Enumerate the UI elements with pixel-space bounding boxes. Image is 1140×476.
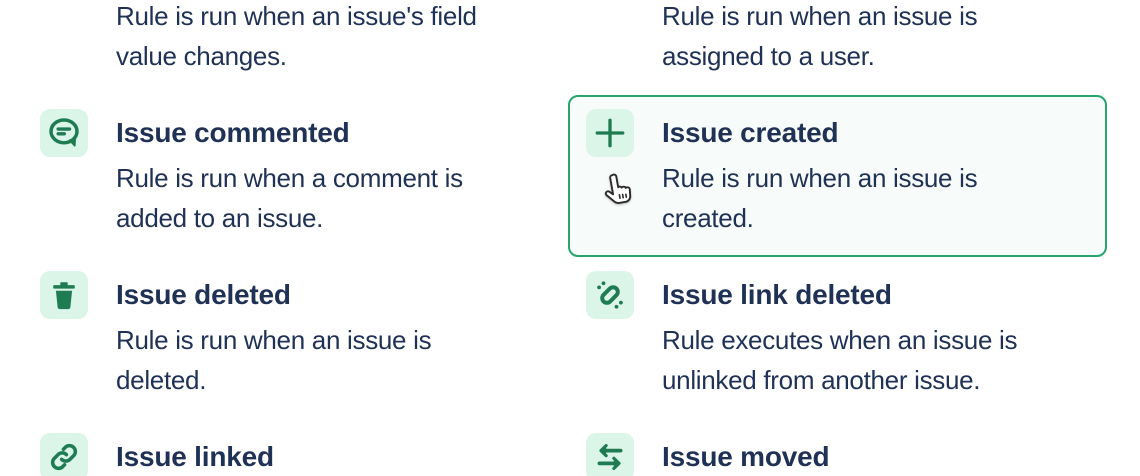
arrows-left-right-icon <box>586 433 634 476</box>
trigger-card-field-value-changed[interactable]: Rule is run when an issue's field value … <box>22 0 561 95</box>
trigger-card-issue-commented[interactable]: Issue commented Rule is run when a comme… <box>22 95 561 257</box>
trigger-description: Rule executes when an issue is unlinked … <box>662 325 1018 395</box>
trigger-card-issue-created[interactable]: Issue created Rule is run when an issue … <box>568 95 1107 257</box>
trigger-card-issue-deleted[interactable]: Issue deleted Rule is run when an issue … <box>22 257 561 419</box>
trigger-header: Issue commented <box>40 109 543 157</box>
trigger-description: Rule is run when an issue is created. <box>662 163 978 233</box>
plus-icon <box>586 109 634 157</box>
trigger-header: Issue linked <box>40 433 543 476</box>
trigger-description: Rule is run when an issue's field value … <box>116 1 477 71</box>
comment-icon <box>40 109 88 157</box>
trigger-title: Issue created <box>662 117 839 148</box>
trigger-description: Rule is run when a comment is added to a… <box>116 163 463 233</box>
trigger-title: Issue commented <box>116 117 350 148</box>
trigger-title: Issue deleted <box>116 279 291 310</box>
link-broken-icon <box>586 271 634 319</box>
trigger-header: Issue deleted <box>40 271 543 319</box>
link-icon <box>40 433 88 476</box>
trigger-title: Issue moved <box>662 441 830 472</box>
trigger-card-issue-linked[interactable]: Issue linked <box>22 419 561 476</box>
trigger-description: Rule is run when an issue is deleted. <box>116 325 432 395</box>
trigger-header: Issue created <box>586 109 1089 157</box>
trigger-header: Issue link deleted <box>586 271 1089 319</box>
trigger-title: Issue linked <box>116 441 274 472</box>
trigger-card-issue-moved[interactable]: Issue moved <box>568 419 1107 476</box>
trigger-card-issue-assigned[interactable]: Rule is run when an issue is assigned to… <box>568 0 1107 95</box>
trash-icon <box>40 271 88 319</box>
trigger-header: Issue moved <box>586 433 1089 476</box>
trigger-title: Issue link deleted <box>662 279 892 310</box>
trigger-description: Rule is run when an issue is assigned to… <box>662 1 978 71</box>
trigger-card-issue-link-deleted[interactable]: Issue link deleted Rule executes when an… <box>568 257 1107 419</box>
